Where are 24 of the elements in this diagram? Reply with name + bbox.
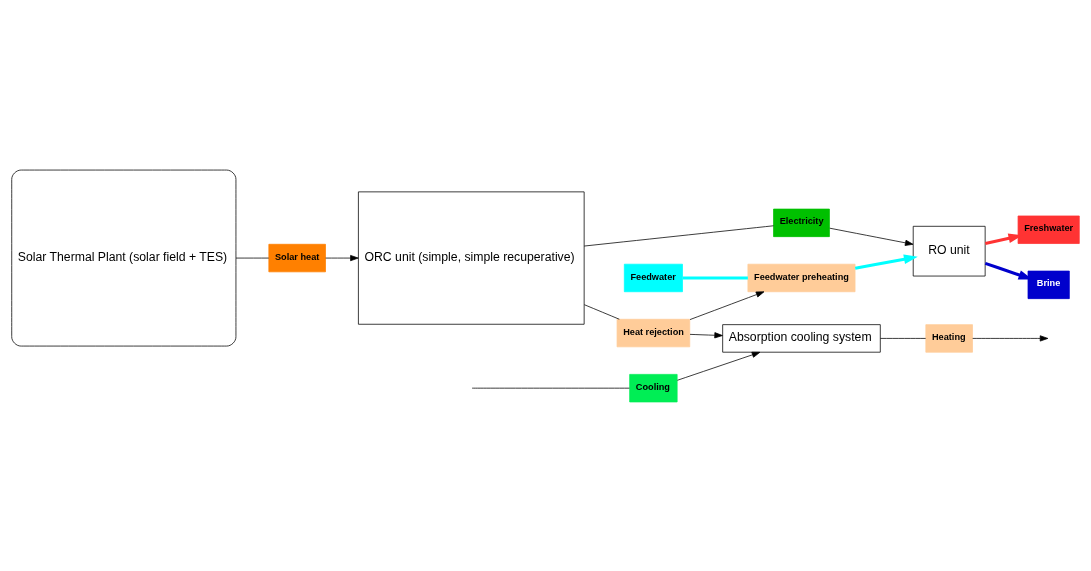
node-box: Solar heat	[268, 243, 326, 272]
arrow	[677, 351, 761, 381]
node-box: Feedwater preheating	[747, 263, 856, 292]
arrow	[689, 290, 765, 320]
node-box: Absorption cooling system	[722, 323, 881, 353]
node-box: ORC unit (simple, simple recuperative)	[358, 191, 585, 325]
arrow	[689, 331, 723, 338]
connector	[880, 337, 927, 339]
node-box: Cooling	[629, 373, 678, 402]
connector	[583, 303, 620, 320]
node-box: RO unit	[912, 225, 986, 276]
arrow	[325, 254, 359, 261]
node-box: Brine	[1027, 270, 1070, 299]
node-box: Heating	[925, 323, 973, 353]
connector	[682, 275, 748, 279]
node-box: Electricity	[773, 208, 830, 237]
node-box: Solar Thermal Plant (solar field + TES)	[11, 169, 237, 346]
arrow	[972, 334, 1049, 341]
node-box: Feedwater	[623, 263, 683, 292]
node-box: Heat rejection	[616, 318, 691, 347]
arrow	[854, 254, 918, 270]
connector	[583, 224, 774, 246]
node-box: Freshwater	[1017, 215, 1080, 244]
arrow	[829, 227, 914, 246]
